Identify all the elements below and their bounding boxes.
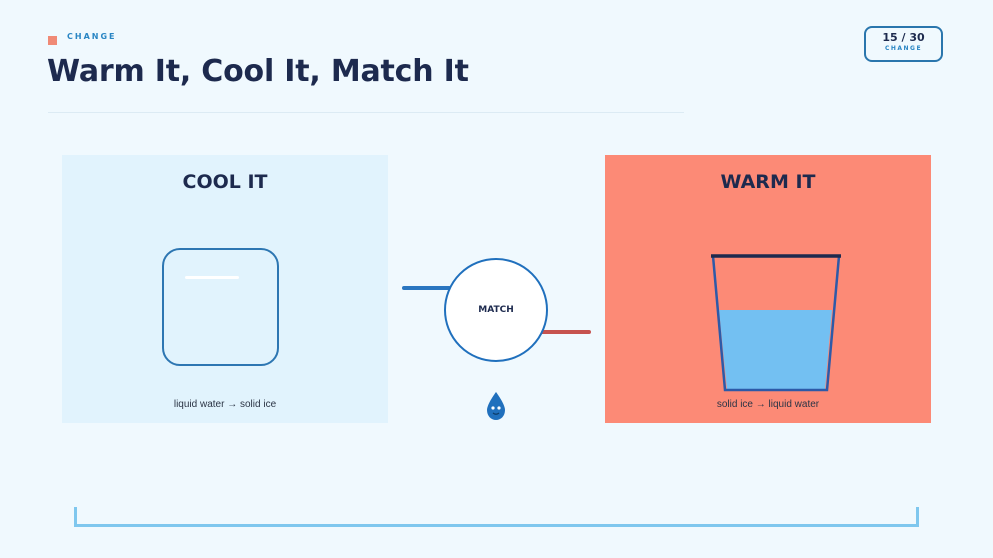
cool-it-caption: liquid water → solid ice [173,399,277,410]
match-label: MATCH [478,305,514,315]
water-droplet-icon [487,392,505,420]
ice-cube-shine [185,276,239,279]
cool-connector [402,286,451,290]
slide-counter-label: CHANGE [884,45,923,52]
cool-it-title: COOL IT [182,171,268,193]
warm-connector [540,330,591,334]
warm-it-caption: solid ice → liquid water [716,399,820,410]
section-label: CHANGE [67,32,117,41]
title-divider [48,112,684,113]
slide-counter: 15 / 30 CHANGE [864,26,943,62]
section-marker [48,36,57,45]
water-glass-icon [711,254,841,392]
page-title: Warm It, Cool It, Match It [47,54,469,89]
bottom-bracket [74,507,919,527]
slide-counter-text: 15 / 30 [882,31,925,44]
warm-it-title: WARM IT [720,171,816,193]
warm-it-panel[interactable]: WARM IT solid ice → liquid water [605,155,931,423]
ice-cube-icon [162,248,279,366]
cool-it-panel[interactable]: COOL IT liquid water → solid ice [62,155,388,423]
match-button[interactable]: MATCH [444,258,548,362]
